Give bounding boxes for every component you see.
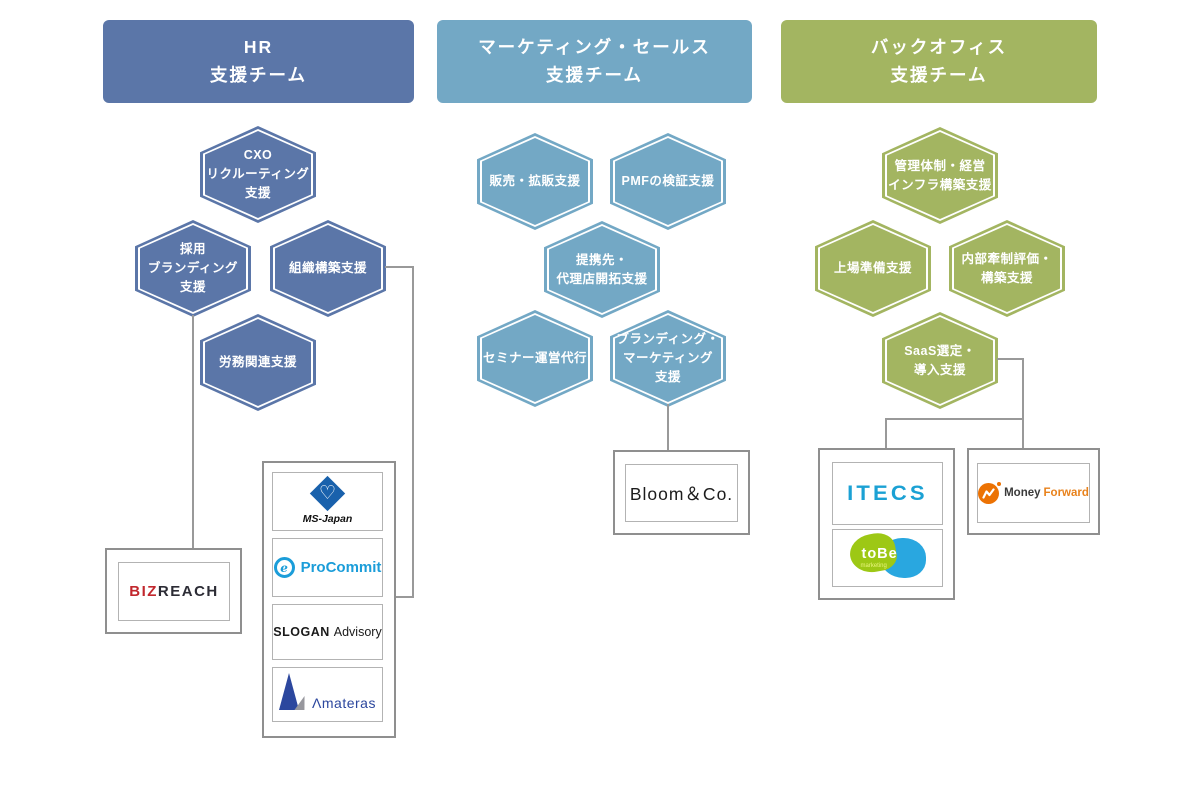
hex-label: セミナー運営代行: [482, 351, 587, 366]
team-header-hr: HR 支援チーム: [103, 20, 414, 103]
hex-romu-kanren: 労務関連支援: [200, 314, 316, 411]
amateras-triangle-icon: [279, 672, 300, 710]
procommit-logo-frame: e ProCommit: [272, 538, 383, 597]
hex-hanbai-kakuhan: 販売・拡販支援: [477, 133, 593, 230]
hex-label: 上場準備支援: [833, 261, 912, 276]
partner-box-bloom: Bloom＆Co.: [613, 450, 750, 535]
hex-soshiki-kochiku: 組織構築支援: [270, 220, 386, 317]
hex-label: 労務関連支援: [218, 355, 297, 370]
slogan-logo-light: Advisory: [333, 625, 382, 639]
team-header-backoffice: バックオフィス 支援チーム: [781, 20, 1097, 103]
bloom-logo: Bloom＆Co.: [629, 483, 734, 504]
itecs-logo-frame: ITECS: [832, 462, 943, 525]
hex-label: SaaS選定・ 導入支援: [904, 343, 976, 377]
connector-line: [412, 266, 414, 598]
hex-saiyo-branding: 採用 ブランディング 支援: [135, 220, 251, 317]
connector-line: [885, 418, 887, 449]
hex-naibu-kensei: 内部牽制評価・ 構築支援: [949, 220, 1065, 317]
moneyforward-chart-icon: [982, 487, 995, 499]
connector-line: [885, 418, 1024, 420]
amateras-logo: Λmateras: [279, 672, 376, 717]
amateras-logo-frame: Λmateras: [272, 667, 383, 722]
team-header-marketing-sales: マーケティング・セールス 支援チーム: [437, 20, 752, 103]
connector-line: [385, 266, 414, 268]
hex-label: ブランディング・ マーケティング 支援: [616, 332, 720, 384]
moneyforward-money-text: Money: [1004, 487, 1041, 499]
amateras-logo-text: Λmateras: [312, 694, 376, 711]
moneyforward-forward-text: Forward: [1043, 487, 1089, 499]
hex-label: 管理体制・経営 インフラ構築支援: [888, 158, 992, 192]
connector-line: [1022, 358, 1024, 449]
hex-kanri-taisei: 管理体制・経営 インフラ構築支援: [882, 127, 998, 224]
bizreach-logo-frame: BIZREACH: [118, 562, 230, 621]
hex-jojo-junbi: 上場準備支援: [815, 220, 931, 317]
bizreach-logo: BIZREACH: [129, 583, 219, 600]
partner-box-bizreach: BIZREACH: [105, 548, 242, 634]
procommit-logo-text: ProCommit: [300, 559, 382, 576]
connector-line: [192, 315, 194, 548]
tobe-logo-text: toBe: [861, 546, 898, 562]
hex-saas-sentei: SaaS選定・ 導入支援: [882, 312, 998, 409]
hex-label: 販売・拡販支援: [489, 174, 581, 189]
tobe-logo: toBe marketing: [846, 530, 926, 582]
msjapan-heart-icon: ♡: [318, 482, 337, 504]
bizreach-logo-biz: BIZ: [129, 583, 158, 600]
hex-label: 内部牽制評価・ 構築支援: [961, 251, 1053, 285]
hex-label: 提携先・ 代理店開拓支援: [556, 252, 648, 286]
moneyforward-dot-icon: [997, 481, 1002, 486]
tobe-logo-subtext: marketing: [860, 563, 887, 569]
connector-line: [667, 404, 669, 452]
msjapan-logo-frame: ♡ MS-Japan: [272, 472, 383, 531]
msjapan-logo-text: MS-Japan: [302, 512, 353, 525]
msjapan-logo: ♡ MS-Japan: [302, 475, 353, 525]
msjapan-diamond-icon: ♡: [309, 475, 346, 511]
partner-box-itecs-tobe: ITECS toBe marketing: [818, 448, 955, 600]
bloom-logo-frame: Bloom＆Co.: [625, 464, 738, 522]
hex-label: CXO リクルーティング 支援: [206, 148, 310, 200]
hex-teikei-dairiten: 提携先・ 代理店開拓支援: [544, 221, 660, 318]
hex-cxo-recruiting: CXO リクルーティング 支援: [200, 126, 316, 223]
hex-label: 組織構築支援: [288, 261, 367, 276]
hex-branding-marketing: ブランディング・ マーケティング 支援: [610, 310, 726, 407]
hex-label: 採用 ブランディング 支援: [147, 242, 239, 294]
connector-line: [396, 596, 414, 598]
procommit-circle-icon: e: [273, 557, 295, 578]
itecs-logo: ITECS: [847, 481, 928, 505]
slogan-logo-bold: SLOGAN: [273, 625, 330, 639]
hex-pmf-kensho: PMFの検証支援: [610, 133, 726, 230]
bizreach-logo-reach: REACH: [157, 583, 219, 600]
hex-seminar-unei: セミナー運営代行: [477, 310, 593, 407]
tobe-logo-frame: toBe marketing: [832, 529, 943, 587]
connector-line: [997, 358, 1024, 360]
procommit-icon-letter: e: [280, 560, 288, 575]
hex-label: PMFの検証支援: [621, 174, 715, 189]
moneyforward-circle-icon: [978, 481, 1002, 504]
procommit-logo: e ProCommit: [273, 557, 382, 578]
